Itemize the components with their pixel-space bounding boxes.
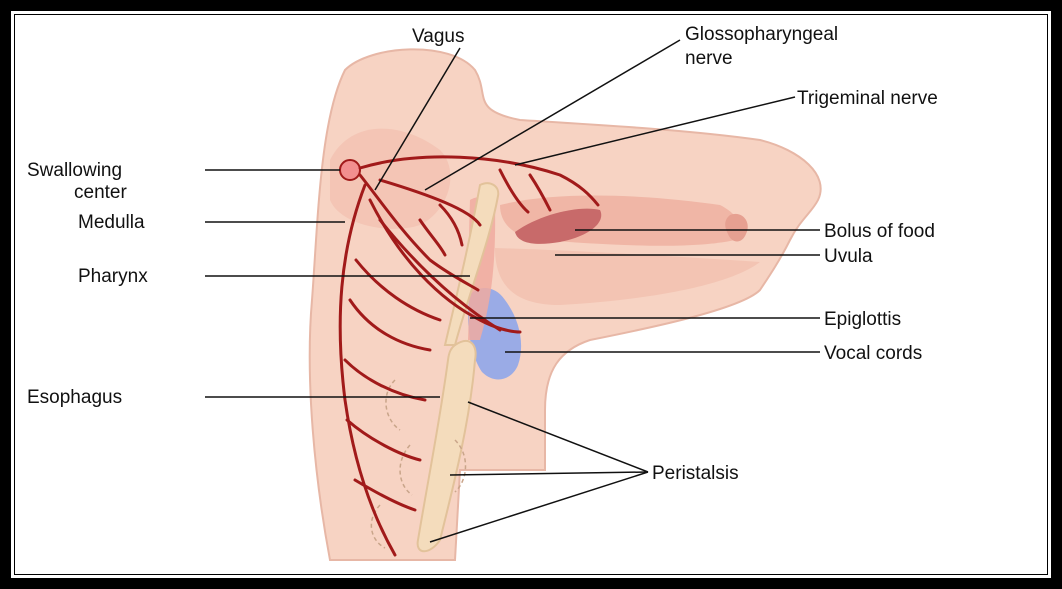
label-glosso-line1: Glossopharyngeal <box>685 24 838 45</box>
leader-peristalsis-2 <box>450 472 648 475</box>
label-pharynx: Pharynx <box>78 266 148 287</box>
label-vagus: Vagus <box>412 26 464 47</box>
label-esophagus: Esophagus <box>27 387 122 408</box>
label-vocal: Vocal cords <box>824 343 922 364</box>
head-silhouette <box>310 49 821 560</box>
label-trigeminal: Trigeminal nerve <box>797 88 938 109</box>
label-peristalsis: Peristalsis <box>652 463 739 484</box>
swallowing-center-dot <box>340 160 360 180</box>
label-swallow-line1: Swallowing <box>27 160 122 181</box>
label-glosso-line2: nerve <box>685 48 733 69</box>
label-swallow-line2: center <box>74 182 127 203</box>
label-uvula: Uvula <box>824 246 873 267</box>
label-epiglottis: Epiglottis <box>824 309 901 330</box>
label-bolus: Bolus of food <box>824 221 935 242</box>
label-medulla: Medulla <box>78 212 145 233</box>
